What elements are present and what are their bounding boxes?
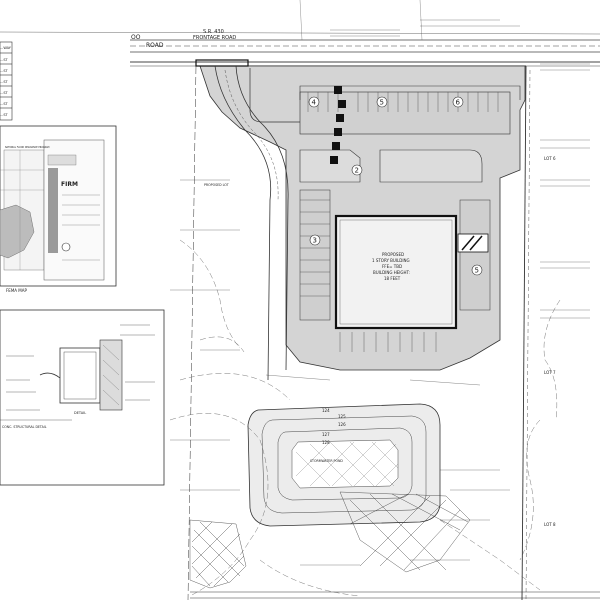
building-footprint [334,214,489,330]
parking-count: 5 [475,267,479,275]
frontage-road-label: FRONTAGE ROAD [193,35,236,41]
elevation-label: 124 [322,408,330,413]
detail-caption: DETAIL [74,411,86,415]
table-row: ...ST [0,113,9,117]
building-label-2: 1 STORY BUILDING [372,258,410,263]
detail-note: CONC. STRUCTURAL DETAIL [2,425,47,429]
fema-title: FIRM [61,181,78,188]
parking-count: 6 [456,99,461,107]
elevation-label: 126 [338,422,346,427]
fema-small-text: NATIONAL FLOOD INSURANCE PROGRAM [5,146,50,149]
parking-markers [308,96,483,276]
retention-pond [247,403,441,527]
elevation-label: 125 [338,414,346,419]
elevation-label: 128 [322,440,330,445]
road-name: S.R. 430 [203,29,224,35]
property-table [0,41,13,121]
table-row: ...ST [0,80,9,84]
table-row: ...ST [0,69,9,73]
table-row: ...ST [0,102,9,106]
fema-caption: FEMA MAP [6,288,27,293]
lot-label: LOT 8 [544,522,556,527]
parking-count: 2 [355,167,359,175]
building-label-3: FFE= TBD [382,264,402,269]
lot-label: LOT 7 [544,370,556,375]
parking-count: 5 [380,99,384,107]
detail-inset [0,309,165,486]
access-drive [214,65,289,381]
leader-lines [170,19,590,566]
elevation-label: 127 [322,432,330,437]
proposed-lot-label: PROPOSED LOT [204,183,229,187]
contour-lines [169,239,561,597]
parking-count: 3 [313,237,317,245]
table-header: ...WAY [0,46,12,50]
crosswalk [195,59,346,164]
building-label-1: PROPOSED [382,252,404,257]
parking-count: 4 [312,99,317,107]
building-label-5: 18 FEET [384,276,401,281]
fema-map-inset [0,125,117,287]
bottom-edge [190,591,600,599]
table-row: ...ST [0,58,9,62]
road-label-left: OO [131,34,141,41]
lot-label: LOT 6 [544,156,556,161]
road-label-left-2: ROAD [146,42,164,49]
building-label-4: BUILDING HEIGHT: [373,270,410,275]
road-area [0,0,600,67]
table-row: ...ST [0,91,9,95]
pond-label: STORMWATER POND [310,459,343,463]
